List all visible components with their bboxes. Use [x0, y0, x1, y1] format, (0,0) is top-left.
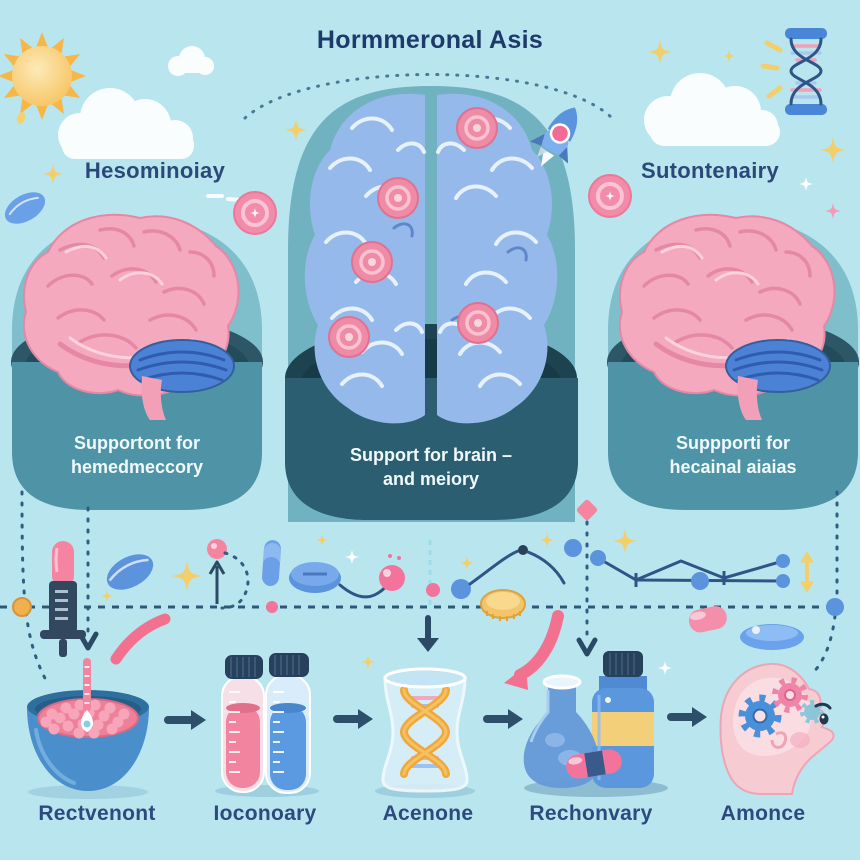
line-chart-icon	[590, 550, 790, 590]
dash-accent	[206, 194, 243, 202]
capsule-icon	[688, 606, 727, 633]
loop-connector	[426, 545, 566, 599]
bead-icon	[564, 539, 582, 557]
cloud-icon	[58, 88, 194, 159]
syringe-icon	[40, 541, 86, 657]
pedestal-caption-left: Supportont for hemedmeccory	[70, 433, 204, 478]
sample-vials-icon	[215, 653, 319, 797]
step-label-4: Rechonvary	[529, 802, 653, 825]
arrow-down-icon	[417, 615, 439, 652]
diamond-icon	[576, 499, 598, 521]
pink-stroke	[110, 613, 171, 665]
pink-curved-arrow-icon	[504, 610, 564, 690]
arrow-icon	[358, 709, 373, 729]
pedestal-caption-center: Support for brain – and meiory	[350, 445, 512, 490]
dna-hourglass-icon	[760, 28, 827, 115]
curve-connector	[338, 582, 390, 599]
arrow-icon	[692, 707, 707, 727]
coin-icon	[480, 589, 526, 621]
page-title: Hormmeronal Asis	[316, 26, 544, 54]
bead-icon	[12, 597, 32, 617]
bead-icon	[379, 554, 405, 591]
arrow-icon	[508, 709, 523, 729]
capsule-icon	[566, 749, 622, 779]
chevron-down-icon	[77, 631, 598, 657]
dashed-arc-connector	[243, 73, 614, 120]
gear-icon	[738, 677, 824, 738]
bead-icon	[266, 601, 278, 613]
cloud-icon	[644, 73, 780, 146]
brain-top-icon	[304, 93, 558, 424]
double-arrow-icon	[800, 551, 814, 593]
pill-icon	[106, 554, 154, 590]
step-label-2: Ioconoary	[213, 802, 317, 825]
rocket-icon	[529, 107, 578, 167]
step-label-1: Rectvenont	[38, 802, 156, 825]
target-badge-icon	[588, 174, 632, 218]
bead-icon	[826, 598, 844, 616]
flask-and-bottle-icon	[523, 651, 668, 797]
cloud-icon	[168, 46, 214, 76]
brain-spot-icon	[328, 107, 499, 358]
target-badge-icon	[233, 191, 277, 235]
bowl-of-granules-icon	[27, 658, 149, 799]
arrow-icon	[191, 710, 206, 730]
heading-left-column: Hesominoiay	[84, 158, 226, 183]
beaker-dna-icon	[375, 667, 475, 798]
head-gears-icon	[719, 662, 835, 795]
pedestal-caption-right: Suppporti for hecainal aiaias	[669, 433, 797, 478]
step-label-3: Acenone	[382, 802, 474, 825]
eye-icon	[819, 713, 829, 725]
sun-icon	[0, 32, 86, 120]
loop-connector	[207, 539, 250, 610]
capsule-icon	[262, 540, 281, 586]
sun-drop-icon	[16, 112, 26, 124]
tablet-disc-icon	[740, 624, 804, 650]
heading-right-column: Sutontenairy	[640, 158, 780, 183]
pill-icon	[4, 192, 46, 224]
step-label-5: Amonce	[720, 802, 806, 825]
tablet-disc-icon	[289, 562, 341, 593]
